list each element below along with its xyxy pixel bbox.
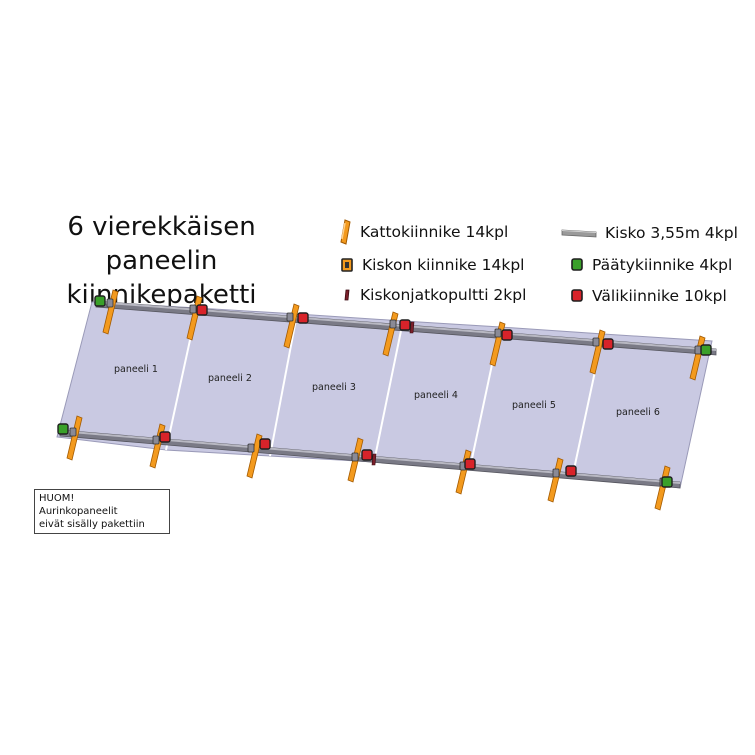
legend-end-clamp: Päätykiinnike 4kpl — [570, 256, 732, 274]
mid-clamp — [464, 458, 476, 470]
rail-icon — [561, 229, 597, 238]
legend-rail-joint-bolt: Kiskonjatkopultti 2kpl — [342, 286, 526, 304]
mid-clamp — [501, 329, 513, 341]
rail-connector — [592, 337, 600, 347]
rail-connector — [351, 452, 359, 462]
note-line-1: HUOM! — [39, 493, 75, 504]
end-clamp — [661, 476, 673, 488]
rail-connector-icon — [341, 258, 353, 272]
panels — [56, 301, 713, 489]
legend-label: Välikiinnike 10kpl — [592, 287, 727, 305]
panel-label-2: paneeli 2 — [208, 373, 252, 384]
end-clamp-icon — [571, 258, 583, 271]
end-clamp — [94, 295, 106, 307]
title-line-1: 6 vierekkäisen paneelin — [67, 212, 256, 276]
legend-label: Kiskon kiinnike 14kpl — [362, 256, 525, 274]
rail-joint-bolt-icon — [344, 289, 350, 301]
roof-hook — [283, 303, 300, 349]
mid-clamp — [259, 438, 271, 450]
roof-hook — [102, 289, 119, 335]
note-line-2: Aurinkopaneelit — [39, 506, 118, 517]
mid-clamp — [565, 465, 577, 477]
mid-clamp-icon — [571, 289, 583, 302]
panel-label-1: paneeli 1 — [114, 364, 158, 375]
rail-connector — [552, 468, 560, 478]
rail-connector — [247, 443, 255, 453]
roof-hook-icon — [340, 219, 351, 245]
legend-label: Kattokiinnike 14kpl — [360, 223, 509, 241]
end-clamp — [700, 344, 712, 356]
rail-connector — [152, 435, 160, 445]
rail-connector — [106, 298, 114, 308]
roof-hook — [589, 329, 606, 375]
panel-label-3: paneeli 3 — [312, 382, 356, 393]
legend-label: Kiskonjatkopultti 2kpl — [360, 286, 527, 304]
diagram-title: 6 vierekkäisen paneelin kiinnikepaketti — [14, 210, 309, 312]
legend-label: Päätykiinnike 4kpl — [592, 256, 733, 274]
roof-hook — [66, 415, 83, 461]
rail-connector — [694, 345, 702, 355]
panel-label-4: paneeli 4 — [414, 390, 458, 401]
legend-mid-clamp: Välikiinnike 10kpl — [570, 287, 727, 305]
rail-connector — [494, 328, 502, 338]
mid-clamp — [361, 449, 373, 461]
legend-roof-hook: Kattokiinnike 14kpl — [338, 219, 508, 245]
roof-hook — [547, 457, 564, 503]
note-box: HUOM! Aurinkopaneelit eivät sisälly pake… — [34, 489, 170, 534]
panel-label-6: paneeli 6 — [616, 407, 660, 418]
rail-connector — [389, 319, 397, 329]
rail-connector — [69, 427, 77, 437]
mid-clamp — [297, 312, 309, 324]
legend-rail-connector: Kiskon kiinnike 14kpl — [340, 256, 524, 274]
rail-connector — [286, 312, 294, 322]
legend-label: Kisko 3,55m 4kpl — [605, 224, 738, 242]
mid-clamps — [159, 304, 614, 477]
panel-label-5: paneeli 5 — [512, 400, 556, 411]
mid-clamp — [159, 431, 171, 443]
note-line-3: eivät sisälly pakettiin — [39, 519, 145, 530]
end-clamp — [57, 423, 69, 435]
roof-hook — [246, 433, 263, 479]
legend-rail: Kisko 3,55m 4kpl — [561, 224, 738, 242]
rail-connector — [189, 304, 197, 314]
rail-joint-bolt — [371, 453, 377, 466]
end-clamps — [57, 295, 712, 488]
mid-clamp — [602, 338, 614, 350]
mid-clamp — [196, 304, 208, 316]
mid-clamp — [399, 319, 411, 331]
